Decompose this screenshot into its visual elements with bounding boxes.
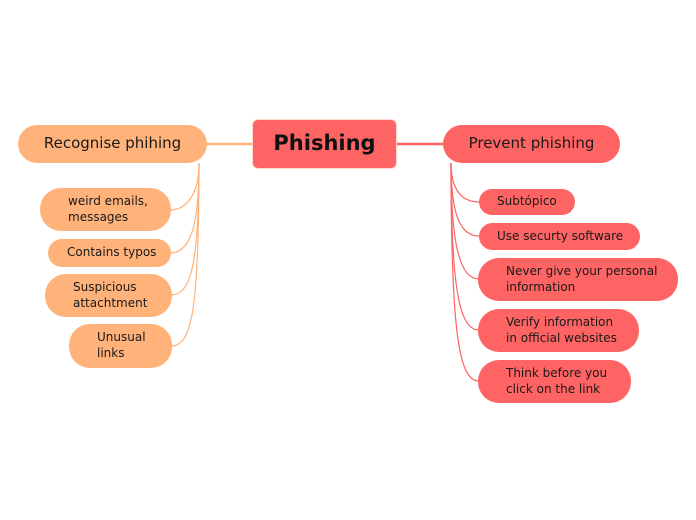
connector-left-sub-4 [170,162,200,347]
subtopic-contains-typos[interactable]: Contains typos [48,239,171,267]
connector-right-sub-1 [450,162,480,203]
connector-right-sub-2 [450,162,480,237]
connector-left-sub-1 [169,162,200,211]
connector-left-sub-3 [170,162,200,296]
branch-recognise-phishing[interactable]: Recognise phihing [18,125,207,163]
connector-right-sub-5 [450,162,480,382]
subtopic-use-security-software[interactable]: Use securty software [479,223,640,250]
central-topic[interactable]: Phishing [252,119,397,169]
subtopic-think-before-click[interactable]: Think before you click on the link [478,360,631,403]
subtopic-weird-emails[interactable]: weird emails, messages [40,188,171,231]
subtopic-never-give-personal-info[interactable]: Never give your personal information [478,258,678,301]
branch-prevent-phishing[interactable]: Prevent phishing [443,125,620,163]
subtopic-unusual-links[interactable]: Unusual links [69,324,172,368]
subtopic-verify-information[interactable]: Verify information in official websites [478,309,639,352]
subtopic-suspicious-attachment[interactable]: Suspicious attachtment [45,274,172,317]
connector-right-sub-3 [450,162,480,280]
subtopic-subtopico[interactable]: Subtópico [479,189,575,215]
connector-left-sub-2 [169,162,200,254]
